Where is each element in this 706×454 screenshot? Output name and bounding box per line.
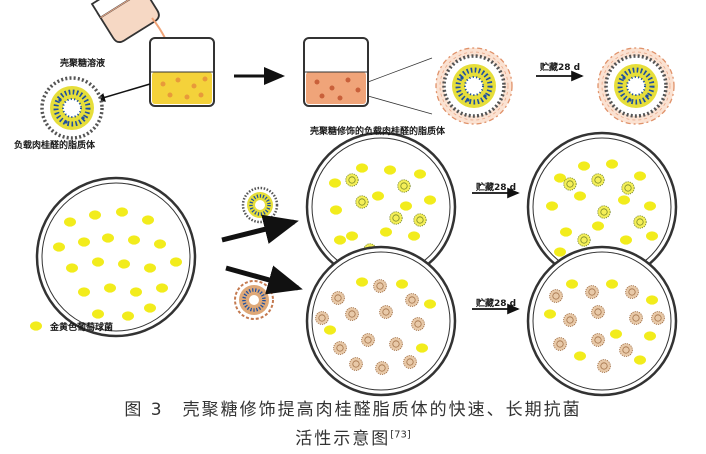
label-chitosan-solution: 壳聚糖溶液 [60, 59, 106, 69]
liposome-icon [42, 78, 102, 138]
petri-dish-icon [526, 245, 678, 397]
arrow-icon [225, 265, 303, 295]
legend-staph-aureus: 金黄色葡萄球菌 [50, 323, 114, 333]
petri-dish-icon [35, 176, 197, 338]
arrow-icon [221, 214, 299, 244]
petri-dish-icon [305, 131, 457, 283]
figure-caption-line2-text: 活性示意图 [295, 429, 391, 449]
chitosan-liposome-icon [233, 279, 275, 321]
arrow-icon [94, 83, 151, 102]
figure-caption-line2: 活性示意图[73] [0, 424, 706, 449]
zoom-line [367, 57, 433, 83]
pouring-beaker-icon [90, 0, 160, 43]
petri-dish-icon [305, 245, 457, 397]
label-storage-mid: 贮藏28 d [476, 183, 517, 193]
figure-caption-ref: [73] [390, 429, 411, 441]
beaker-icon [303, 37, 369, 107]
zoom-line [367, 95, 433, 115]
figure-caption-line1: 图 3 壳聚糖修饰提高肉桂醛脂质体的快速、长期抗菌 [124, 400, 582, 420]
label-storage-bottom: 贮藏28 d [476, 299, 517, 309]
label-storage-top: 贮藏28 d [540, 63, 581, 73]
chitosan-liposome-icon [436, 48, 512, 124]
liposome-icon [241, 186, 279, 224]
beaker-icon [149, 37, 215, 107]
label-chitosan-modified-liposome: 壳聚糖修饰的负载肉桂醛的脂质体 [310, 127, 446, 137]
label-cinnamaldehyde-liposome: 负载肉桂醛的脂质体 [14, 141, 96, 151]
chitosan-liposome-icon [598, 48, 674, 124]
legend-bacteria-icon [30, 321, 42, 331]
